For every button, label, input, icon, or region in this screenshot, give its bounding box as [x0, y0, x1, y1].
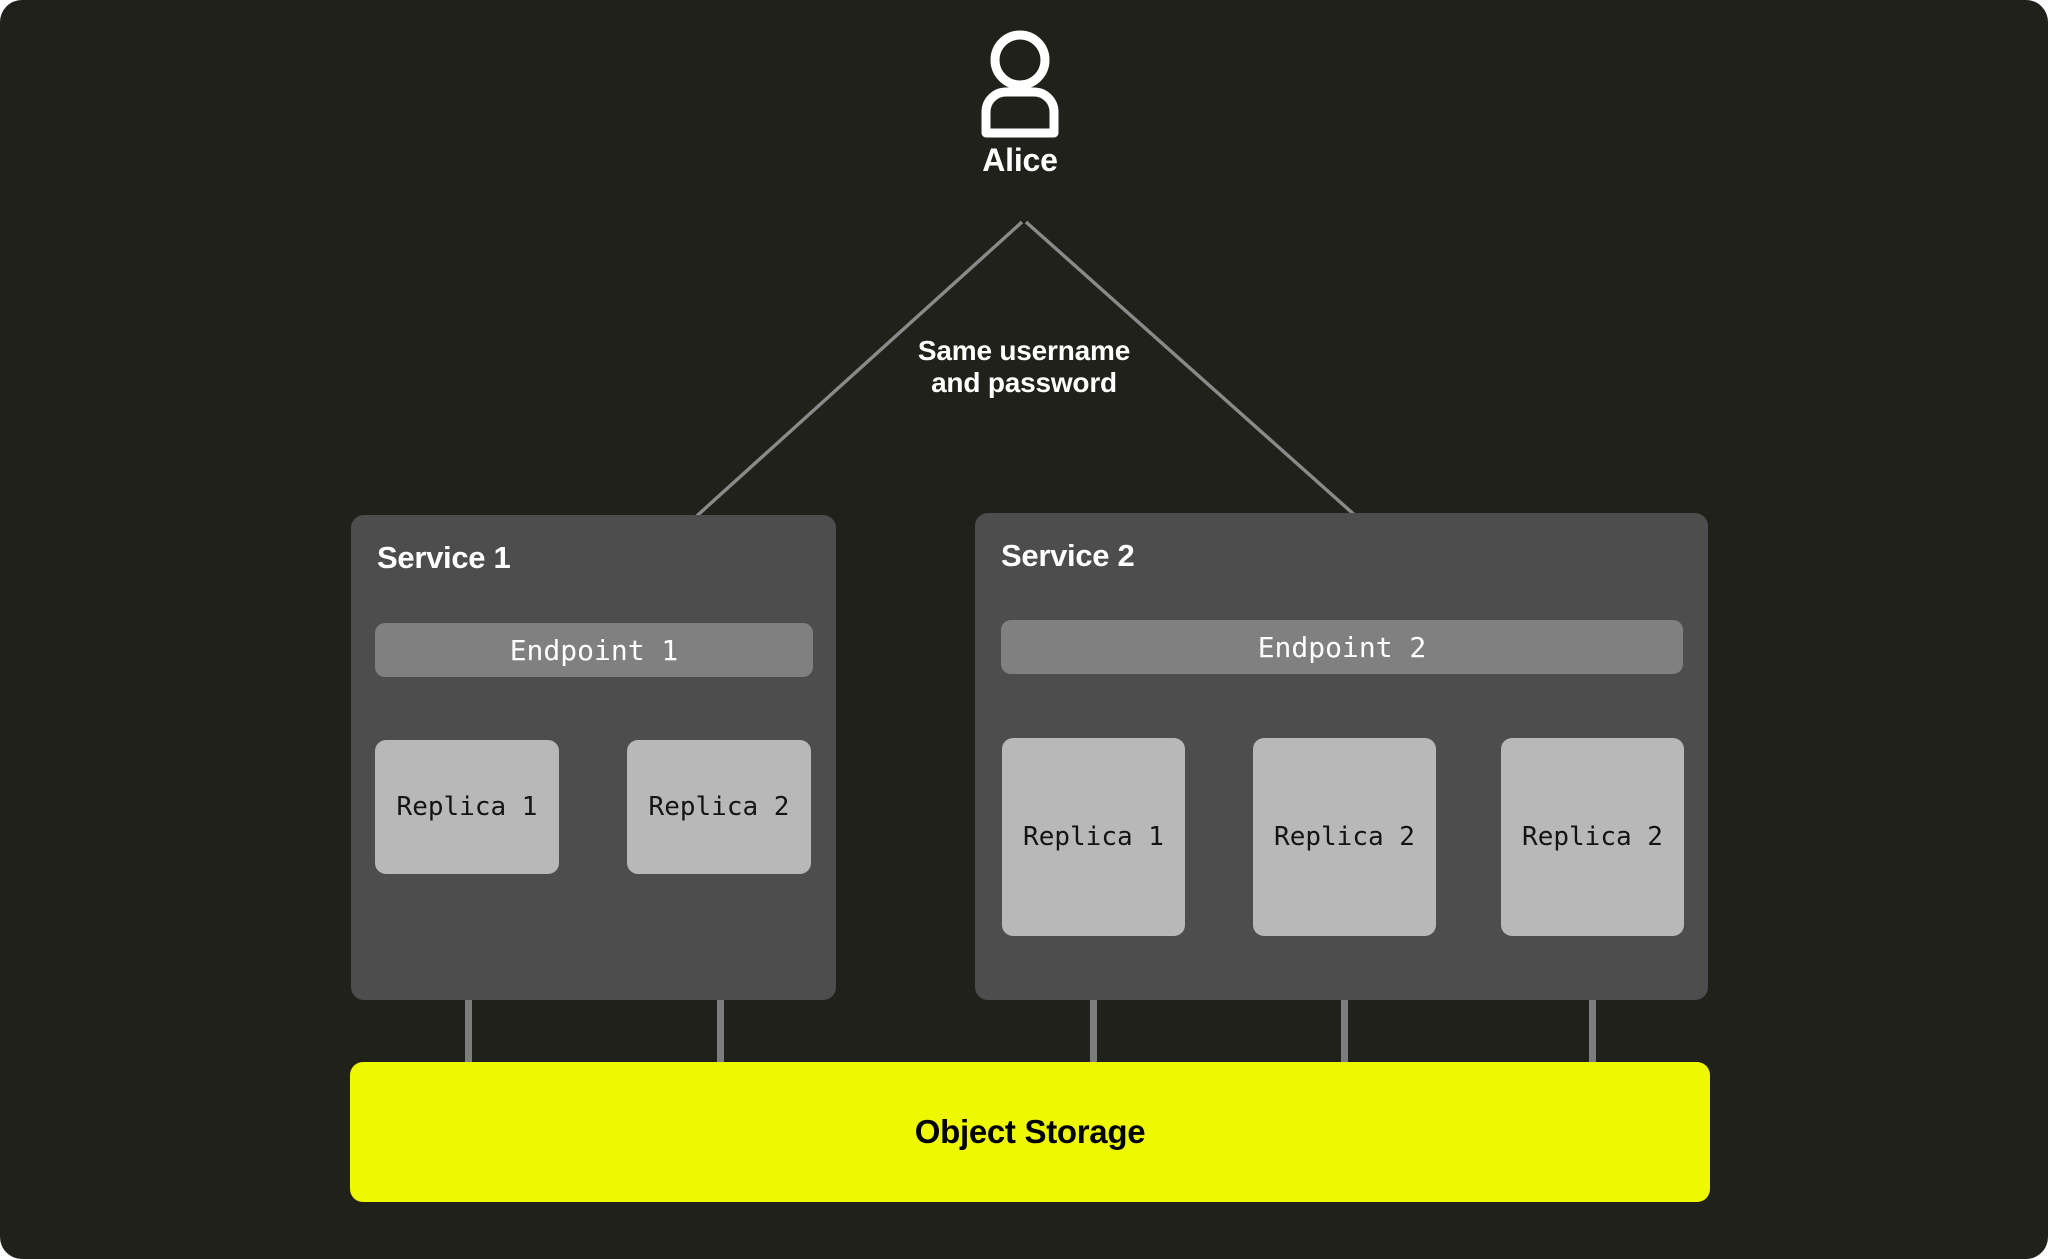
replica-box[interactable]: Replica 1: [1002, 738, 1185, 936]
service-2-title: Service 2: [1001, 538, 1135, 573]
endpoint-1[interactable]: Endpoint 1: [375, 623, 813, 677]
actor-label: Alice: [982, 142, 1058, 178]
arrow-caption: Same username and password: [784, 335, 1264, 399]
arrow-caption-line-2: and password: [931, 366, 1117, 398]
replica-box[interactable]: Replica 2: [627, 740, 811, 874]
endpoint-2[interactable]: Endpoint 2: [1001, 620, 1683, 674]
user-icon: [981, 30, 1059, 138]
replica-box[interactable]: Replica 1: [375, 740, 559, 874]
object-storage-label: Object Storage: [914, 1113, 1146, 1150]
arrow-caption-line-1: Same username: [917, 335, 1131, 366]
replica-box[interactable]: Replica 2: [1253, 738, 1436, 936]
service-1-title: Service 1: [377, 540, 511, 575]
object-storage-bar[interactable]: Object Storage: [350, 1062, 1710, 1202]
replica-box[interactable]: Replica 2: [1501, 738, 1684, 936]
actor-alice: Alice: [930, 28, 1110, 203]
